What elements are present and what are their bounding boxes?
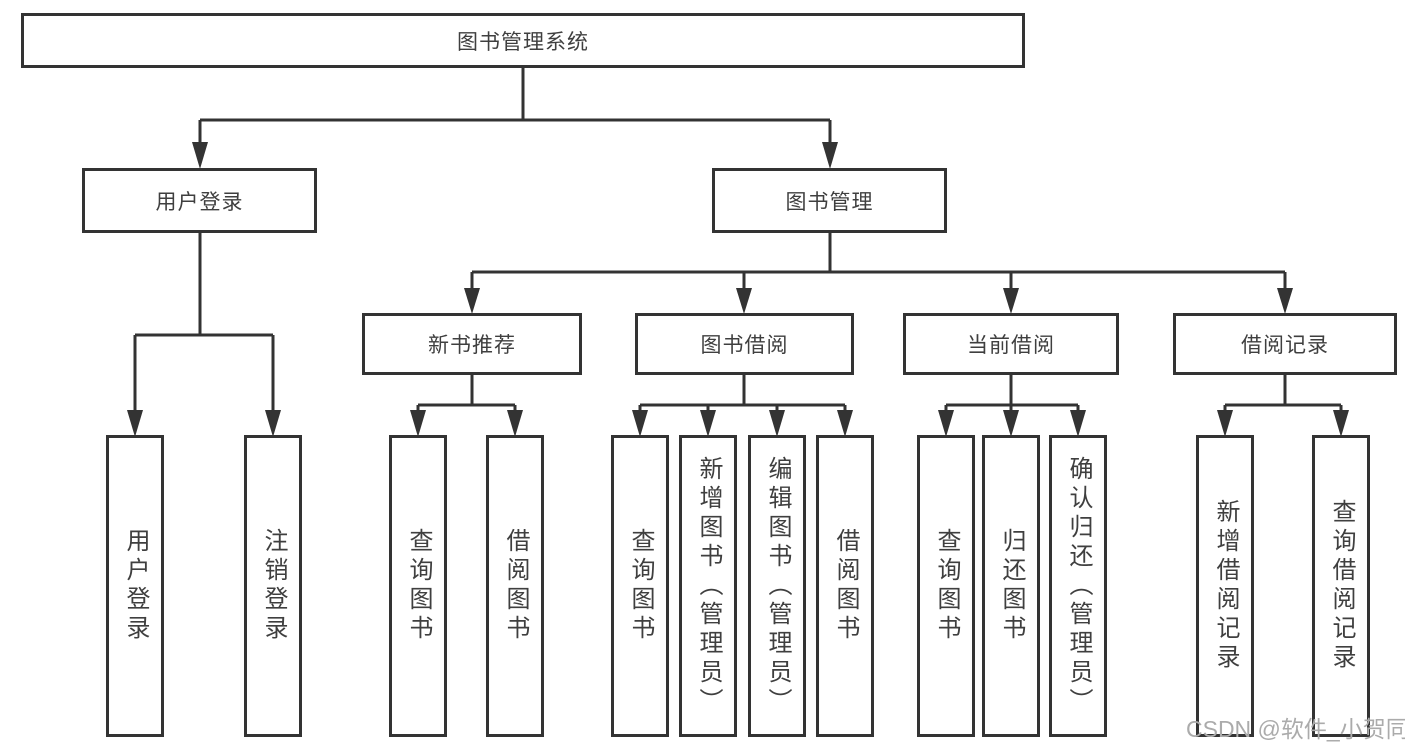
arrowhead — [837, 410, 853, 437]
node-book-management: 图书管理 — [712, 168, 947, 233]
leaf-label: 查询图书 — [627, 528, 654, 644]
node-label: 用户登录 — [155, 190, 244, 214]
leaf-label: 归还图书 — [998, 528, 1025, 644]
arrowhead — [410, 410, 426, 437]
leaf-label: 借阅图书 — [832, 528, 859, 644]
arrowhead — [1003, 288, 1019, 314]
arrowhead — [1070, 410, 1086, 437]
node-current-borrowing: 当前借阅 — [903, 313, 1119, 375]
connector-borrowrecord-to-leaves — [1223, 375, 1343, 411]
arrowhead — [1277, 288, 1293, 314]
connector-root-to-level2 — [198, 68, 832, 144]
arrowhead — [265, 410, 281, 437]
arrowhead — [1333, 410, 1349, 437]
leaf-logout: 注销登录 — [244, 435, 302, 737]
leaf-query-books: 查询图书 — [389, 435, 447, 737]
leaf-label: 确认归还（管理员） — [1065, 455, 1092, 717]
arrowhead — [938, 410, 954, 437]
leaf-label: 新增图书（管理员） — [695, 455, 722, 717]
connector-currentborrow-to-leaves — [944, 375, 1080, 411]
arrowhead — [822, 142, 838, 169]
arrowhead — [127, 410, 143, 437]
leaf-label: 查询借阅记录 — [1328, 499, 1355, 673]
leaf-add-books-admin: 新增图书（管理员） — [679, 435, 737, 737]
leaf-return-books: 归还图书 — [982, 435, 1040, 737]
node-book-borrowing: 图书借阅 — [635, 313, 854, 375]
leaf-borrow-books: 借阅图书 — [816, 435, 874, 737]
node-user-login: 用户登录 — [82, 168, 317, 233]
arrowhead — [632, 410, 648, 437]
node-library-management-system: 图书管理系统 — [21, 13, 1025, 68]
leaf-edit-books-admin: 编辑图书（管理员） — [748, 435, 806, 737]
leaf-query-books: 查询图书 — [917, 435, 975, 737]
arrowhead — [192, 142, 208, 169]
arrowhead — [1003, 410, 1019, 437]
leaf-label: 编辑图书（管理员） — [764, 455, 791, 717]
arrowhead — [464, 288, 480, 314]
arrowheads — [127, 142, 1349, 437]
arrowhead — [700, 410, 716, 437]
leaf-label: 查询图书 — [405, 528, 432, 644]
connector-userlogin-to-leaves — [133, 233, 275, 410]
node-label: 图书管理系统 — [457, 30, 589, 54]
leaf-query-books: 查询图书 — [611, 435, 669, 737]
connector-newbookrec-to-leaves — [416, 375, 517, 411]
leaf-label: 注销登录 — [260, 528, 287, 644]
leaf-label: 用户登录 — [122, 528, 149, 644]
leaf-user-login: 用户登录 — [106, 435, 164, 737]
connector-bookborrow-to-leaves — [638, 375, 847, 411]
node-label: 图书借阅 — [700, 334, 789, 357]
leaf-label: 借阅图书 — [502, 528, 529, 644]
arrowhead — [769, 410, 785, 437]
arrowhead — [507, 410, 523, 437]
node-new-book-recommend: 新书推荐 — [362, 313, 582, 375]
node-label: 图书管理 — [785, 190, 874, 214]
node-label: 新书推荐 — [428, 334, 516, 357]
leaf-borrow-books: 借阅图书 — [486, 435, 544, 737]
node-label: 借阅记录 — [1241, 334, 1329, 357]
arrowhead — [1217, 410, 1233, 437]
arrowhead — [736, 288, 752, 314]
leaf-query-borrow-record: 查询借阅记录 — [1312, 435, 1370, 737]
node-label: 当前借阅 — [967, 334, 1055, 357]
leaf-label: 查询图书 — [933, 528, 960, 644]
csdn-watermark: CSDN @软件_小贺同学 — [1186, 716, 1405, 742]
leaf-label: 新增借阅记录 — [1212, 499, 1239, 673]
leaf-confirm-return-admin: 确认归还（管理员） — [1049, 435, 1107, 737]
leaf-add-borrow-record: 新增借阅记录 — [1196, 435, 1254, 737]
connector-bookmgmt-to-level3 — [470, 233, 1287, 290]
node-borrowing-records: 借阅记录 — [1173, 313, 1397, 375]
